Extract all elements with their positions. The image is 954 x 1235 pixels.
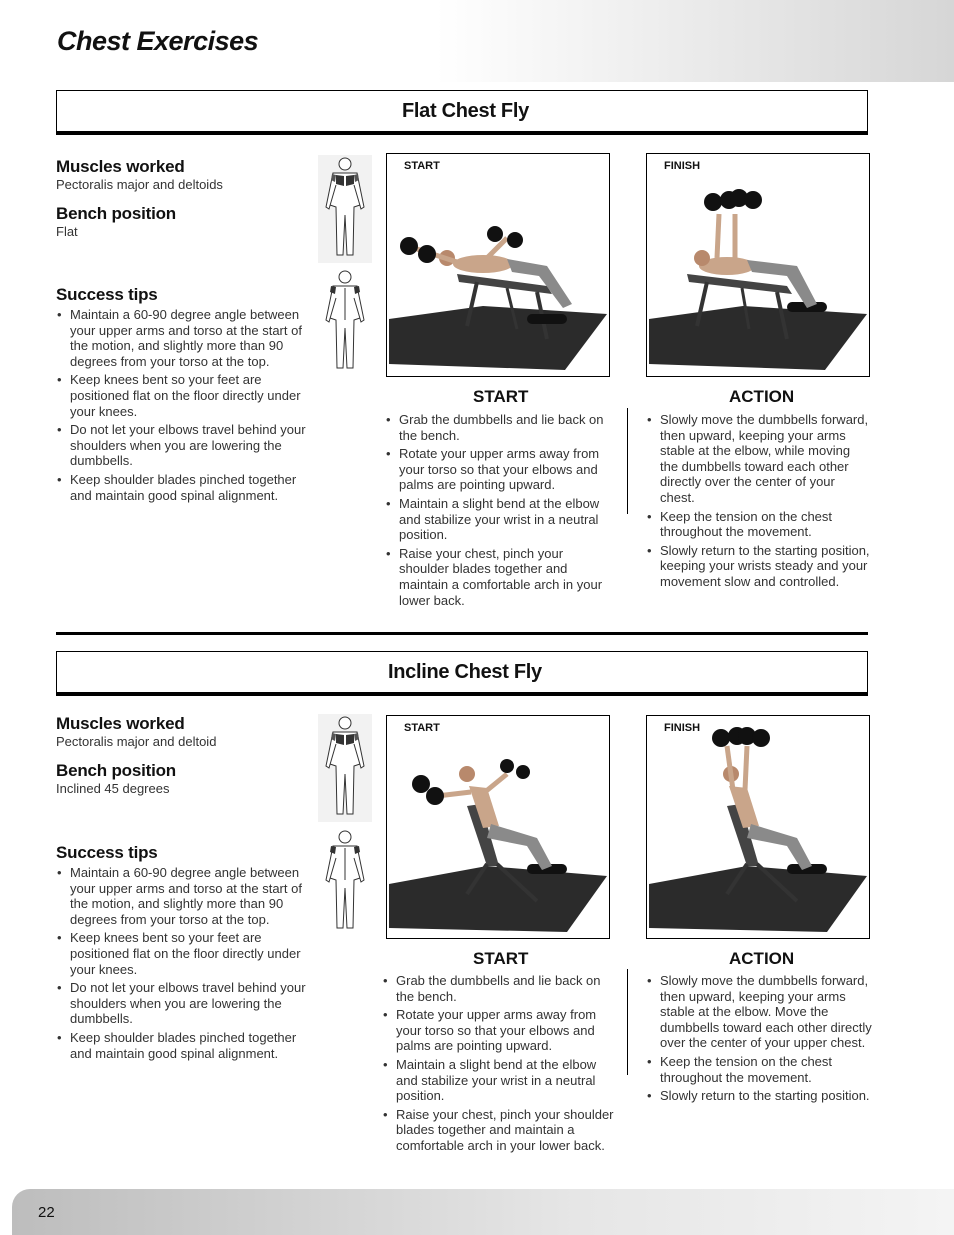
page-title: Chest Exercises: [57, 26, 259, 56]
muscles-worked-label: Muscles worked: [56, 714, 185, 733]
anatomy-front-figure: [318, 155, 372, 263]
start-step-item: Rotate your upper arms away from your to…: [382, 1007, 616, 1054]
tip-item: Maintain a 60-90 degree angle between yo…: [56, 307, 311, 369]
start-step-item: Grab the dumbbells and lie back on the b…: [385, 412, 607, 443]
action-heading: ACTION: [729, 949, 795, 968]
start-steps-list: Grab the dumbbells and lie back on the b…: [382, 973, 616, 1157]
start-step-item: Raise your chest, pinch your shoulder bl…: [385, 546, 607, 608]
action-step-item: Slowly move the dumbbells forward, then …: [646, 973, 872, 1051]
start-step-item: Raise your chest, pinch your shoulder bl…: [382, 1107, 616, 1154]
success-tips-label: Success tips: [56, 843, 158, 862]
photo-finish: FINISH: [646, 153, 870, 377]
action-step-item: Slowly return to the starting position.: [646, 1088, 872, 1104]
bench-position-label: Bench position: [56, 761, 176, 780]
bench-position-value: Flat: [56, 224, 78, 239]
flat-fly-finish-illustration: [649, 189, 867, 370]
tip-item: Keep shoulder blades pinched together an…: [56, 1030, 311, 1061]
bench-position-value: Inclined 45 degrees: [56, 781, 170, 796]
info-column: Muscles worked Pectoralis major and delt…: [56, 157, 311, 506]
column-divider: [627, 969, 628, 1075]
photo-finish-label: FINISH: [664, 160, 701, 172]
success-tips-list: Maintain a 60-90 degree angle between yo…: [56, 865, 311, 1061]
section-title: Flat Chest Fly: [402, 100, 529, 122]
tip-item: Keep shoulder blades pinched together an…: [56, 472, 311, 503]
column-divider: [627, 408, 628, 514]
section-title: Incline Chest Fly: [388, 661, 542, 683]
tip-item: Maintain a 60-90 degree angle between yo…: [56, 865, 311, 927]
tip-item: Keep knees bent so your feet are positio…: [56, 930, 311, 977]
action-steps-list: Slowly move the dumbbells forward, then …: [646, 412, 870, 593]
incline-fly-finish-illustration: [649, 727, 867, 932]
photo-start: START: [386, 153, 610, 377]
photo-finish: FINISH: [646, 715, 870, 939]
start-step-item: Grab the dumbbells and lie back on the b…: [382, 973, 616, 1004]
header-band: [12, 0, 954, 82]
action-step-item: Slowly move the dumbbells forward, then …: [646, 412, 870, 506]
page-number: 22: [38, 1204, 55, 1221]
muscles-worked-label: Muscles worked: [56, 157, 185, 176]
bench-position-label: Bench position: [56, 204, 176, 223]
success-tips-list: Maintain a 60-90 degree angle between yo…: [56, 307, 311, 503]
anatomy-back-figure: [325, 830, 365, 929]
section-separator: [56, 632, 868, 635]
section-title-box: Flat Chest Fly: [56, 90, 868, 135]
tip-item: Do not let your elbows travel behind you…: [56, 422, 311, 469]
action-heading: ACTION: [729, 387, 795, 406]
start-steps-list: Grab the dumbbells and lie back on the b…: [385, 412, 607, 611]
incline-fly-start-illustration: [389, 759, 607, 932]
action-step-item: Keep the tension on the chest throughout…: [646, 1054, 872, 1085]
action-step-item: Slowly return to the starting position, …: [646, 543, 870, 590]
muscles-worked-value: Pectoralis major and deltoids: [56, 177, 223, 192]
flat-fly-start-illustration: [389, 226, 607, 370]
start-step-item: Rotate your upper arms away from your to…: [385, 446, 607, 493]
tip-item: Keep knees bent so your feet are positio…: [56, 372, 311, 419]
section-title-box: Incline Chest Fly: [56, 651, 868, 696]
tip-item: Do not let your elbows travel behind you…: [56, 980, 311, 1027]
start-heading: START: [473, 387, 529, 406]
photo-finish-label: FINISH: [664, 722, 701, 734]
muscles-worked-value: Pectoralis major and deltoid: [56, 734, 217, 749]
photo-start-label: START: [404, 722, 440, 734]
action-steps-list: Slowly move the dumbbells forward, then …: [646, 973, 872, 1107]
start-step-item: Maintain a slight bend at the elbow and …: [382, 1057, 616, 1104]
photo-start: START: [386, 715, 610, 939]
anatomy-front-figure: [318, 714, 372, 822]
start-heading: START: [473, 949, 529, 968]
action-step-item: Keep the tension on the chest throughout…: [646, 509, 870, 540]
photo-start-label: START: [404, 160, 440, 172]
footer-band: [12, 1189, 954, 1235]
success-tips-label: Success tips: [56, 285, 158, 304]
info-column: Muscles worked Pectoralis major and delt…: [56, 714, 311, 1064]
start-step-item: Maintain a slight bend at the elbow and …: [385, 496, 607, 543]
anatomy-back-figure: [325, 270, 365, 369]
